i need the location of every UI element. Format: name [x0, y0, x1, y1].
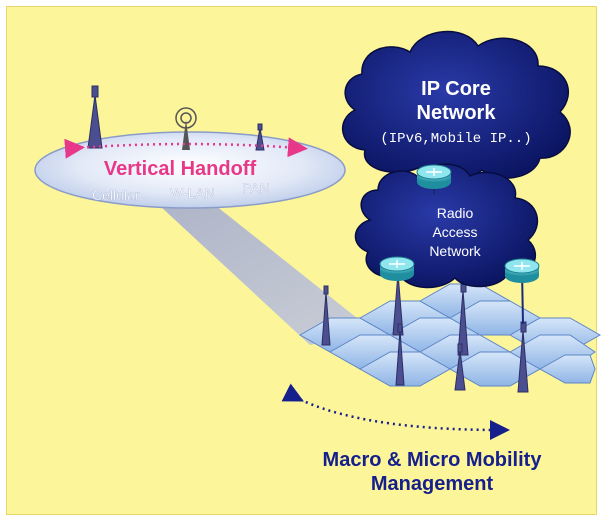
core-network-line2: Network — [417, 102, 497, 124]
hex-cell-grid — [298, 283, 602, 387]
cellular-tower-icon — [87, 85, 103, 149]
mobility-arrow — [281, 383, 510, 440]
tower-icon — [457, 282, 469, 356]
cell-towers — [321, 264, 529, 393]
access-network-line2: Access — [432, 224, 477, 240]
core-network-line1: IP Core — [421, 78, 491, 100]
mobility-title-line1: Macro & Micro Mobility — [323, 449, 543, 471]
core-network-line3: (IPv6,Mobile IP..) — [380, 131, 531, 147]
handoff-title: Vertical Handoff — [104, 158, 257, 180]
mobility-title-line2: Management — [371, 473, 494, 495]
zoom-beam — [40, 170, 372, 345]
router-icon — [504, 258, 540, 283]
router-icon — [416, 164, 452, 189]
handoff-label-pan: PAN — [242, 180, 270, 196]
tower-icon — [321, 285, 331, 346]
router-icon — [379, 256, 415, 281]
access-network-line1: Radio — [437, 205, 474, 221]
handoff-label-cellular: Cellular — [92, 187, 140, 203]
access-network-line3: Network — [429, 243, 481, 259]
handoff-label-wlan: W-LAN — [170, 185, 215, 201]
